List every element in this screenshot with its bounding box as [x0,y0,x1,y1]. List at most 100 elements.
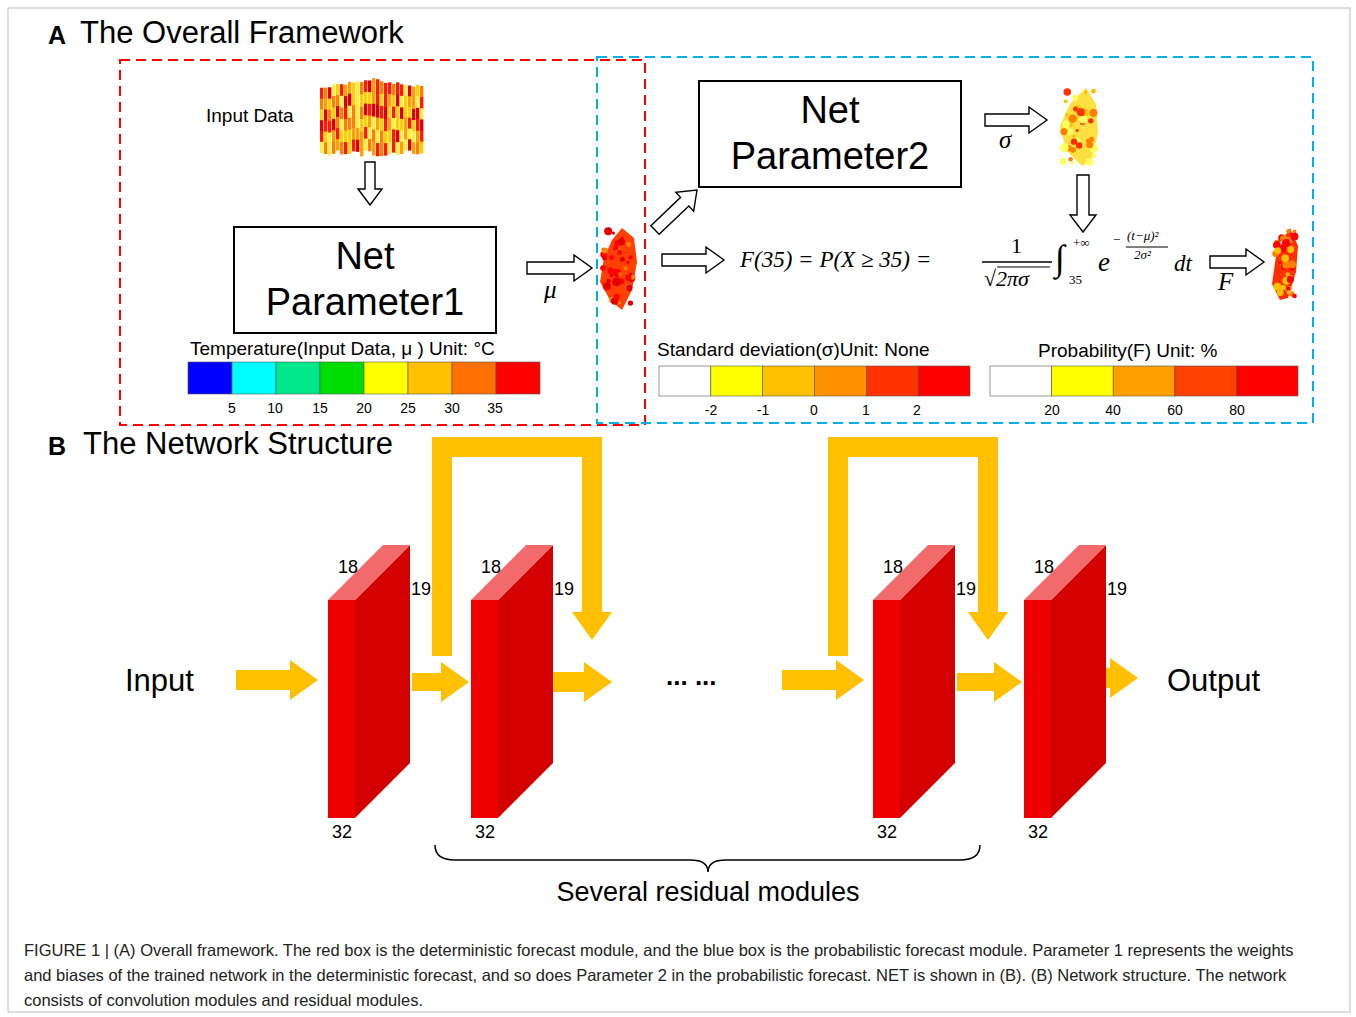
color-cell [990,366,1052,396]
symbol-label: σ [999,126,1011,155]
flow-arrow [957,673,994,691]
block-shape [471,545,553,818]
tick-label: 5 [228,400,236,416]
color-cell [1236,366,1298,396]
panel-letter: B [48,432,66,461]
tick-label: 0 [810,402,818,418]
color-cell [452,362,496,394]
input-label: Input Data [206,105,294,127]
tick-label: 80 [1229,402,1245,418]
flow-arrow [782,670,836,690]
color-cell [1052,366,1114,396]
deterministic-region [120,60,645,425]
color-bar [188,362,540,394]
probabilistic-region [597,57,1313,423]
panel-title: The Network Structure [83,426,393,462]
tick-label: 35 [487,400,503,416]
tick-label: 20 [356,400,372,416]
flow-arrow [1070,175,1096,232]
dimension-label: 19 [411,579,431,600]
color-cell [276,362,320,394]
mu-heatmap [600,227,637,310]
color-cell [711,366,763,396]
color-cell [408,362,452,394]
dimension-label: 19 [1107,579,1127,600]
color-cell [763,366,815,396]
formula-part: (t−μ)² [1127,229,1158,244]
formula-part: 35 [1069,273,1082,288]
dimension-label: 32 [877,822,897,843]
dimension-label: 18 [1034,557,1054,578]
conv-block: 181932 [1024,545,1106,818]
color-cell [232,362,276,394]
box-label: Net Parameter2 [712,88,948,179]
block-shape [1024,545,1106,818]
formula-part: +∞ [1073,236,1090,251]
input-heatmap [320,78,423,156]
figure-frame [8,8,1350,1012]
colorbar-title: Probability(F) Unit: % [1038,340,1218,362]
formula-part: − [1113,233,1120,248]
dimension-label: 32 [332,822,352,843]
formula-part: dt [1174,251,1192,277]
color-cell [188,362,232,394]
tick-label: -2 [705,402,717,418]
box-label: Net Parameter1 [247,234,483,325]
tick-label: 1 [862,402,870,418]
probability-heatmap [1272,228,1298,300]
brace-label: Several residual modules [556,877,859,908]
tick-label: 60 [1167,402,1183,418]
dimension-label: 19 [554,579,574,600]
formula-part: 2σ² [1134,248,1151,263]
tick-label: 2 [913,402,921,418]
formula-part: e [1098,247,1110,278]
symbol-label: μ [544,276,557,305]
tick-label: 25 [400,400,416,416]
formula-part: √2πσ [984,266,1029,291]
color-cell [918,366,970,396]
panel-letter: A [48,21,66,50]
flow-label: Output [1167,663,1260,699]
tick-label: 40 [1105,402,1121,418]
figure-caption: FIGURE 1 | (A) Overall framework. The re… [24,938,1324,1012]
color-cell [866,366,918,396]
flow-label: ... ... [666,662,717,692]
color-cell [496,362,540,394]
flow-label: Input [125,663,194,699]
dimension-label: 32 [1028,822,1048,843]
color-cell [364,362,408,394]
color-bar [990,366,1298,396]
dimension-label: 18 [883,557,903,578]
tick-label: 15 [312,400,328,416]
conv-block: 181932 [873,545,955,818]
color-cell [815,366,867,396]
flow-arrow [358,162,382,205]
formula-part: ∫ [1055,238,1065,279]
block-shape [328,545,410,818]
dimension-label: 19 [956,579,976,600]
colorbar-title: Standard deviation(σ)Unit: None [657,339,930,361]
flow-arrow [651,190,697,234]
tick-label: 10 [267,400,283,416]
dimension-label: 18 [338,557,358,578]
color-cell [1175,366,1237,396]
formula-part: F(35) = P(X ≥ 35) = [740,247,931,273]
sigma-heatmap [1060,88,1098,166]
tick-label: -1 [757,402,769,418]
color-cell [1113,366,1175,396]
block-shape [873,545,955,818]
color-cell [659,366,711,396]
tick-label: 20 [1044,402,1060,418]
network-box: Net Parameter2 [698,80,962,188]
fraction-bar [982,261,1052,262]
color-bar [659,366,970,396]
network-box: Net Parameter1 [233,226,497,334]
dimension-label: 18 [481,557,501,578]
conv-block: 181932 [471,545,553,818]
brace [435,845,980,872]
dimension-label: 32 [475,822,495,843]
flow-arrow [985,107,1047,133]
